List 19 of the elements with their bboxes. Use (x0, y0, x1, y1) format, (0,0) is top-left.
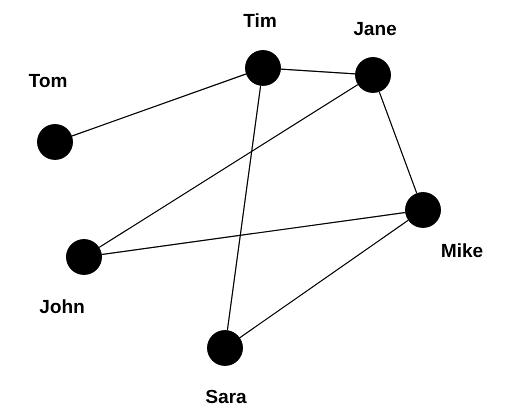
node-name: Mike (440, 241, 484, 263)
node-circle (245, 50, 281, 86)
connector-line (98, 84, 358, 248)
node-circle (37, 124, 73, 160)
connector-line (226, 86, 262, 330)
node-name: Jane (353, 19, 397, 41)
node-name: Tim (243, 11, 277, 33)
connector-line (378, 92, 418, 194)
connector-line (280, 68, 356, 74)
node-name: Tom (28, 71, 68, 93)
connector-line (72, 73, 246, 137)
node-name: John (39, 297, 85, 319)
connector-line (239, 220, 409, 338)
node-circle (355, 57, 391, 93)
node-circle (207, 330, 243, 366)
node-name: Sara (205, 387, 247, 409)
node-circle (405, 192, 441, 228)
connector-line (102, 212, 406, 256)
node-circle (66, 239, 102, 275)
